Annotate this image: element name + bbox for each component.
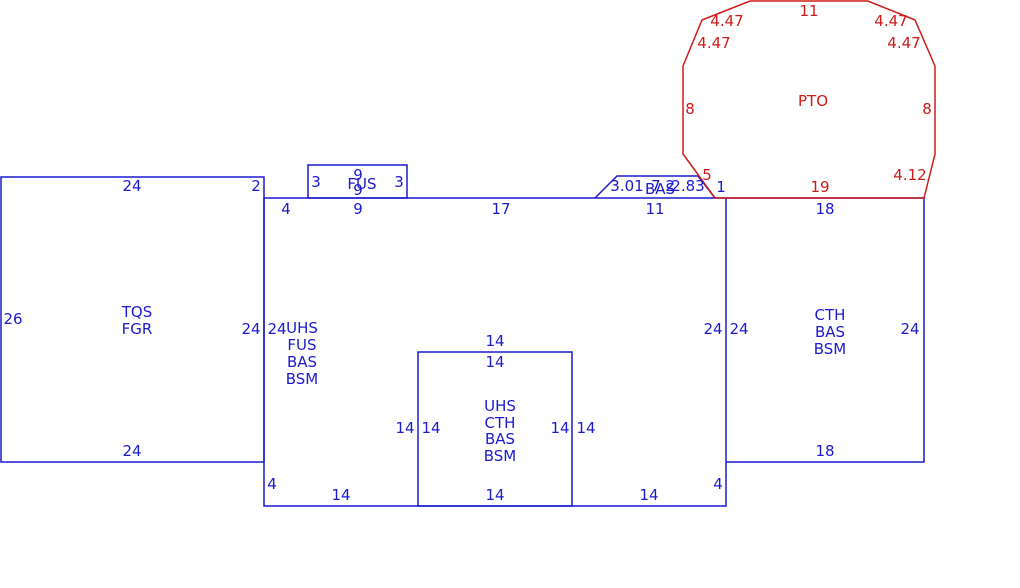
east-right-dim: 24 [900, 320, 919, 338]
dormer-right-dim: 3 [394, 173, 404, 191]
patio-sw-dim: 5 [702, 166, 712, 184]
garage-bottom-dim: 24 [122, 442, 141, 460]
center-label-4: BSM [484, 447, 517, 465]
main-label-4: BSM [286, 370, 319, 388]
bay-label: BAS [645, 180, 675, 198]
patio-left-dim: 8 [685, 100, 695, 118]
garage-top-right-dim: 2 [251, 177, 261, 195]
garage-right-dim: 24 [241, 320, 260, 338]
main-top-center-dim: 17 [491, 200, 510, 218]
center-label-3: BAS [485, 430, 515, 448]
center-label-1: UHS [484, 397, 516, 415]
bay-right-dim: 2.83 [671, 177, 704, 195]
main-bottom-left-step-dim: 4 [267, 475, 277, 493]
garage-top-dim: 24 [122, 177, 141, 195]
garage-label-1: TQS [121, 303, 153, 321]
patio-label: PTO [798, 92, 828, 110]
main-top-right-dim: 11 [645, 200, 664, 218]
building-dimensions: 24 2 26 24 24 4 9 17 11 24 24 4 4 14 14 … [3, 166, 919, 504]
center-bottom-dim: 14 [485, 486, 504, 504]
patio-se-dim: 4.12 [893, 166, 926, 184]
east-top-dim: 18 [815, 200, 834, 218]
east-label-3: BSM [814, 340, 847, 358]
center-left-outer-dim: 14 [395, 419, 414, 437]
dormer-left-dim: 3 [311, 173, 321, 191]
patio-right-dim: 8 [922, 100, 932, 118]
dormer-label: FUS [347, 175, 376, 193]
center-right-inner-dim: 14 [550, 419, 569, 437]
main-bottom-right-step-dim: 4 [713, 475, 723, 493]
dormer-outline [307, 164, 408, 199]
bay-step-dim: 1 [716, 178, 726, 196]
patio-bottom-dim: 19 [810, 178, 829, 196]
bay-left-dim: 3.01 [610, 177, 643, 195]
main-top-left-dim: 4 [281, 200, 291, 218]
main-left-dim: 24 [267, 320, 286, 338]
patio-nw-inner-dim: 4.47 [697, 34, 730, 52]
main-top-mid-dim: 9 [353, 200, 363, 218]
main-bottom-left-dim: 14 [331, 486, 350, 504]
main-label-2: FUS [287, 336, 316, 354]
center-right-outer-dim: 14 [576, 419, 595, 437]
patio-ne-outer-dim: 4.47 [874, 12, 907, 30]
patio-top-dim: 11 [799, 2, 818, 20]
east-label-2: BAS [815, 323, 845, 341]
patio-nw-outer-dim: 4.47 [710, 12, 743, 30]
main-label-1: UHS [286, 319, 318, 337]
patio-dimensions: 11 4.47 4.47 4.47 4.47 8 8 5 4.12 19 [685, 2, 932, 196]
patio-ne-inner-dim: 4.47 [887, 34, 920, 52]
center-top-outer-dim: 14 [485, 332, 504, 350]
dormer-top-dim: 9 [353, 166, 363, 184]
center-left-inner-dim: 14 [421, 419, 440, 437]
main-bottom-right-dim: 14 [639, 486, 658, 504]
east-label-1: CTH [815, 306, 846, 324]
dormer-bottom-dim: 9 [353, 181, 363, 199]
center-label-2: CTH [485, 414, 516, 432]
bay-mid-dim: 7.2 [651, 177, 675, 195]
main-right-dim: 24 [703, 320, 722, 338]
main-house-outline [263, 197, 727, 507]
center-wing-outline [417, 351, 573, 507]
garage-label-2: FGR [122, 320, 153, 338]
main-label-3: BAS [287, 353, 317, 371]
area-labels: TQS FGR UHS FUS BAS BSM UHS CTH BAS BSM … [121, 175, 847, 465]
east-bottom-dim: 18 [815, 442, 834, 460]
patio-outline [682, 0, 936, 199]
east-left-dim: 24 [729, 320, 748, 338]
garage-left-dim: 26 [3, 310, 22, 328]
center-top-inner-dim: 14 [485, 353, 504, 371]
